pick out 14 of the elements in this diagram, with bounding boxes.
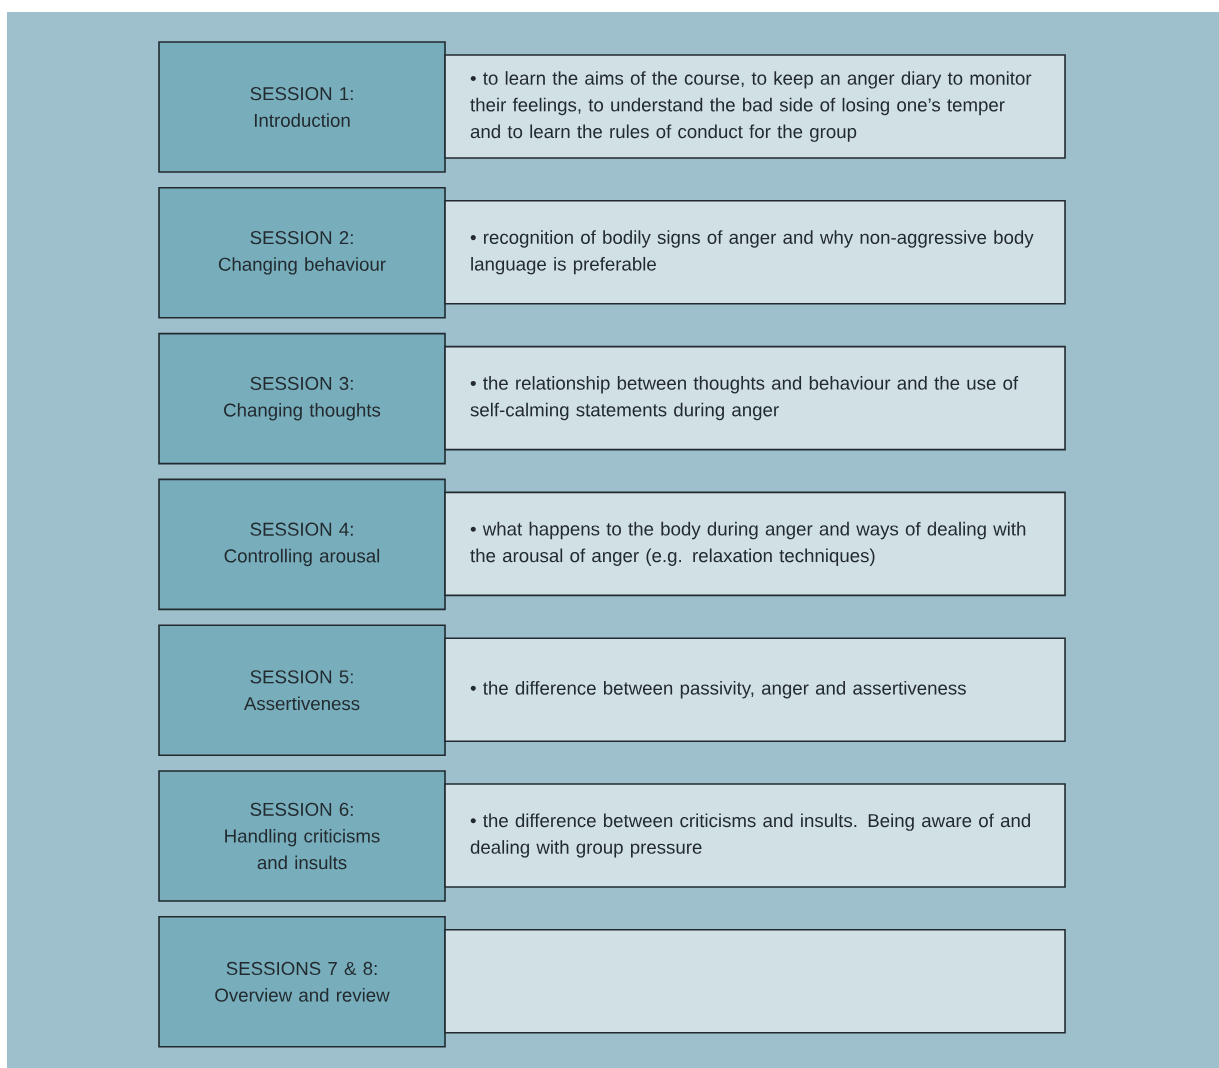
- description-box: • the difference between criticisms and insults. Being aware of and dealing with group pressure: [444, 783, 1066, 888]
- session-box: SESSION 6: Handling criticisms and insults: [158, 770, 446, 902]
- description-box: • what happens to the body during anger and ways of dealing with the arousal of anger (e.g. relaxation techniques): [444, 491, 1066, 597]
- description-box: • the relationship between thoughts and behaviour and the use of self-calming statements during anger: [444, 345, 1066, 451]
- description-box: • to learn the aims of the course, to keep an anger diary to monitor their feelings, to understand the bad side of losing one’s temper and to learn the rules of conduct for the group: [444, 54, 1066, 159]
- description-box: [444, 929, 1066, 1034]
- session-box: SESSION 5: Assertiveness: [158, 624, 446, 756]
- session-box: SESSIONS 7 & 8: Overview and review: [158, 916, 446, 1048]
- session-box: SESSION 2: Changing behaviour: [158, 187, 446, 319]
- description-box: • the difference between passivity, anger and assertiveness: [444, 637, 1066, 742]
- session-box: SESSION 1: Introduction: [158, 41, 446, 173]
- description-box: • recognition of bodily signs of anger and why non-aggressive body language is preferable: [444, 200, 1066, 305]
- session-box: SESSION 3: Changing thoughts: [158, 332, 446, 465]
- session-box: SESSION 4: Controlling arousal: [158, 478, 446, 611]
